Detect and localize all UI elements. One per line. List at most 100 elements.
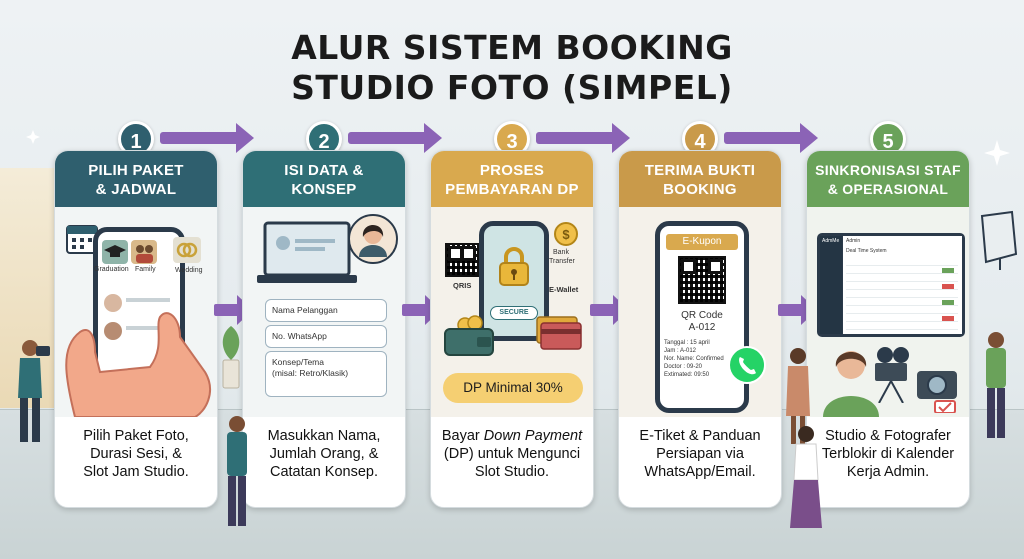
title-line-1: ALUR SISTEM BOOKING bbox=[291, 28, 733, 67]
step-2-description: Masukkan Nama, Jumlah Orang, & Catatan K… bbox=[243, 417, 405, 507]
step-3-desc-line-2: (DP) untuk Mengunci bbox=[443, 446, 581, 462]
step-5-desc-line-3: Kerja Admin. bbox=[846, 464, 930, 480]
concept-field: Konsep/Tema (misal: Retro/Klasik) bbox=[265, 351, 387, 397]
admin-panel: Admin Deal Time System bbox=[843, 236, 962, 334]
phone-mockup: E-Kupon QR Code A-012 Tanggal : 15 april… bbox=[655, 221, 749, 413]
graduation-cap-icon bbox=[102, 240, 128, 264]
mid-arrow-1-2 bbox=[214, 295, 253, 325]
step-4-description: E-Tiket & Panduan Persiapan via WhatsApp… bbox=[619, 417, 781, 507]
svg-text:$: $ bbox=[562, 227, 570, 242]
step-4-illustration: E-Kupon QR Code A-012 Tanggal : 15 april… bbox=[619, 207, 781, 417]
step-2-header-line-2: KONSEP bbox=[291, 181, 357, 198]
step-5-desc-line-2: Terblokir di Kalender bbox=[821, 446, 955, 462]
admin-woman-icon bbox=[823, 351, 879, 417]
mid-arrow-3-4 bbox=[590, 295, 629, 325]
step-4-desc-line-2: Persiapan via bbox=[656, 446, 744, 462]
woman-phone-figure-icon bbox=[790, 426, 822, 528]
step-5-card: SINKRONISASI STAF & OPERASIONAL AdmMe Ad… bbox=[806, 150, 970, 508]
qr-code-id: A-012 bbox=[688, 322, 716, 333]
standing-man-figure-icon bbox=[227, 416, 247, 526]
step-1-header-line-1: PILIH PAKET bbox=[88, 162, 184, 179]
family-icon bbox=[131, 240, 157, 264]
ticket-row: Nor. Name: Confirmed bbox=[664, 356, 724, 362]
dp-minimum-badge: DP Minimal 30% bbox=[443, 373, 583, 403]
step-4-desc-line-1: E-Tiket & Panduan bbox=[639, 428, 761, 444]
step-3-header-line-2: PEMBAYARAN DP bbox=[445, 181, 579, 198]
step-5-illustration: AdmMe Admin Deal Time System bbox=[807, 207, 969, 417]
whatsapp-field: No. WhatsApp bbox=[265, 325, 387, 348]
text-line bbox=[126, 298, 170, 302]
ekupon-header: E-Kupon bbox=[666, 234, 738, 250]
package-family-label: Family bbox=[135, 266, 156, 273]
step-2-desc-line-2: Jumlah Orang, & bbox=[269, 446, 379, 462]
wallet-icon bbox=[444, 315, 494, 356]
qris-label: QRIS bbox=[453, 281, 472, 290]
step-5-header-line-2: & OPERASIONAL bbox=[827, 181, 949, 197]
concept-field-line-1: Konsep/Tema bbox=[272, 357, 324, 367]
step-3-illustration: QRIS SECURE $ Bank Transfer E-Wallet bbox=[431, 207, 593, 417]
step-4-header-line-2: BOOKING bbox=[663, 181, 737, 198]
ticket-row: Doctor : 09-20 bbox=[664, 364, 703, 370]
status-badge bbox=[942, 268, 954, 273]
concept-field-line-2: (misal: Retro/Klasik) bbox=[272, 368, 349, 378]
ticket-row: Tanggal : 15 april bbox=[664, 340, 710, 346]
step-1-card: PILIH PAKET & JADWAL Graduation Family W… bbox=[54, 150, 218, 508]
page-title: ALUR SISTEM BOOKING STUDIO FOTO (SIMPEL) bbox=[0, 28, 1024, 108]
step-2-header-line-1: ISI DATA & bbox=[284, 162, 364, 179]
mid-arrow-2-3 bbox=[402, 295, 441, 325]
avatar bbox=[104, 322, 122, 340]
step-2-card: ISI DATA & KONSEP Nama Pelanggan No. Wha… bbox=[242, 150, 406, 508]
padlock-icon bbox=[499, 247, 529, 286]
step-4-desc-line-3: WhatsApp/Email. bbox=[644, 464, 756, 480]
name-field: Nama Pelanggan bbox=[265, 299, 387, 322]
flow-arrow-1-2 bbox=[160, 123, 254, 153]
text-line bbox=[126, 326, 170, 330]
ticket-row: Jam : A-012 bbox=[664, 348, 697, 354]
step-3-description: Bayar Down Payment (DP) untuk Mengunci S… bbox=[431, 417, 593, 507]
flow-arrow-4-5 bbox=[724, 123, 818, 153]
ticket-row: Extimated: 09:50 bbox=[664, 372, 710, 378]
step-2-header: ISI DATA & KONSEP bbox=[243, 151, 405, 207]
step-1-illustration: Graduation Family Wedding bbox=[55, 207, 217, 417]
step-5-description: Studio & Fotografer Terblokir di Kalende… bbox=[807, 417, 969, 507]
avatar bbox=[104, 294, 122, 312]
step-1-desc-line-3: Slot Jam Studio. bbox=[83, 464, 189, 480]
step-4-card: TERIMA BUKTI BOOKING E-Kupon QR Code A-0… bbox=[618, 150, 782, 508]
camera-icon bbox=[917, 371, 957, 413]
mid-arrow-4-5 bbox=[778, 295, 817, 325]
qris-qr-icon bbox=[445, 243, 479, 277]
woman-avatar-icon bbox=[348, 214, 398, 264]
step-1-desc-line-2: Durasi Sesi, & bbox=[90, 446, 182, 462]
admin-sidebar: AdmMe bbox=[820, 236, 842, 334]
package-graduation-label: Graduation bbox=[94, 266, 129, 273]
status-badge bbox=[942, 284, 954, 289]
step-2-desc-line-1: Masukkan Nama, bbox=[267, 428, 381, 444]
step-2-desc-line-3: Catatan Konsep. bbox=[269, 464, 379, 480]
whatsapp-icon bbox=[728, 346, 766, 384]
secure-badge: SECURE bbox=[490, 306, 538, 320]
bank-coin-icon: $ bbox=[554, 222, 578, 246]
step-3-desc-line-3: Slot Studio. bbox=[474, 464, 550, 480]
step-4-header: TERIMA BUKTI BOOKING bbox=[619, 151, 781, 207]
sparkle-icon bbox=[984, 140, 1010, 166]
wedding-rings-icon bbox=[173, 237, 201, 263]
status-badge bbox=[942, 316, 954, 321]
step-3-header: PROSES PEMBAYARAN DP bbox=[431, 151, 593, 207]
flow-arrow-2-3 bbox=[348, 123, 442, 153]
photographer-figure-icon bbox=[18, 340, 50, 442]
plant-icon bbox=[222, 326, 240, 389]
step-3-desc-prefix: Bayar bbox=[441, 428, 484, 444]
step-3-desc-line-1: Bayar Down Payment bbox=[437, 427, 587, 445]
video-camera-icon bbox=[875, 347, 909, 403]
step-3-header-line-1: PROSES bbox=[479, 162, 545, 179]
step-1-description: Pilih Paket Foto, Durasi Sesi, & Slot Ja… bbox=[55, 417, 217, 507]
step-3-card: PROSES PEMBAYARAN DP QRIS SECURE $ Bank … bbox=[430, 150, 594, 508]
step-1-desc-line-1: Pilih Paket Foto, bbox=[83, 428, 189, 444]
credit-card-icon bbox=[536, 316, 582, 350]
step-5-header: SINKRONISASI STAF & OPERASIONAL bbox=[807, 151, 969, 207]
assistant-figure-icon bbox=[986, 332, 1006, 438]
admin-panel-title: Admin bbox=[846, 238, 861, 244]
softbox-light-icon bbox=[980, 210, 1018, 270]
step-5-desc-line-1: Studio & Fotografer bbox=[825, 428, 951, 444]
sparkle-icon bbox=[26, 130, 40, 144]
